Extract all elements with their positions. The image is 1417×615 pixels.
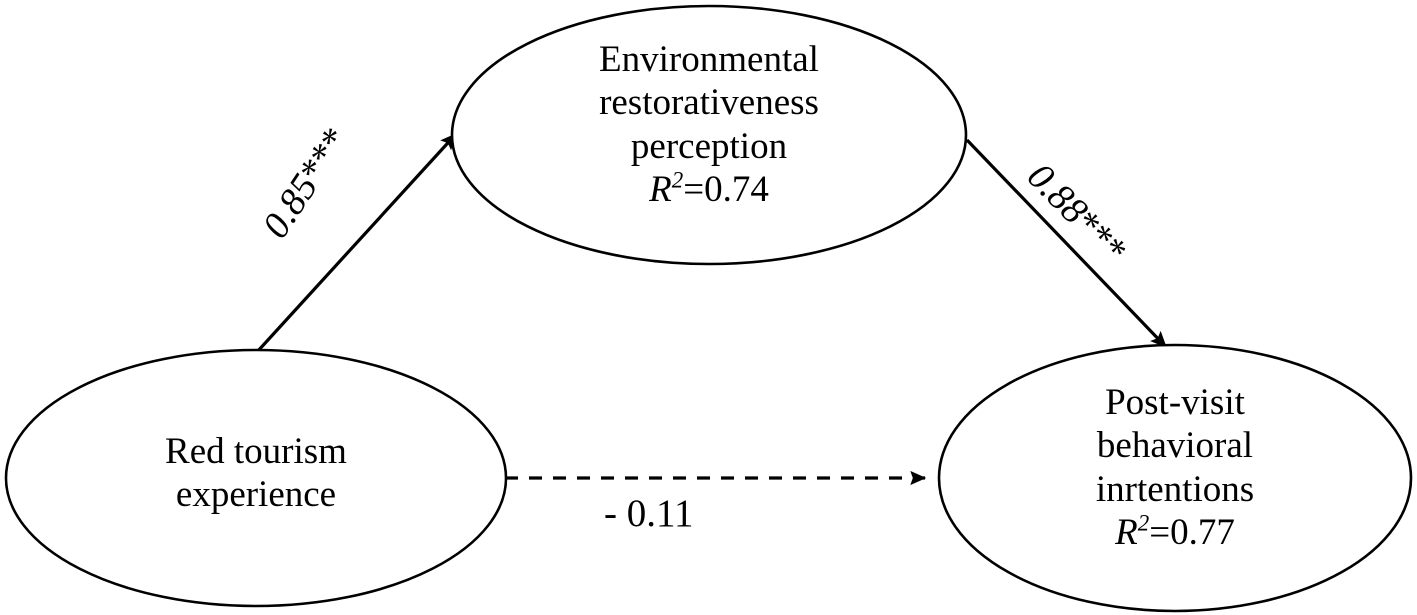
edge-experience-to-perception-line xyxy=(255,132,458,354)
node-red-tourism-experience[interactable] xyxy=(4,348,508,608)
node-environmental-restorativeness-perception[interactable] xyxy=(450,4,968,266)
node-post-visit-behavioral-intentions[interactable] xyxy=(937,343,1413,613)
edge-perception-to-intentions-line xyxy=(965,138,1168,349)
